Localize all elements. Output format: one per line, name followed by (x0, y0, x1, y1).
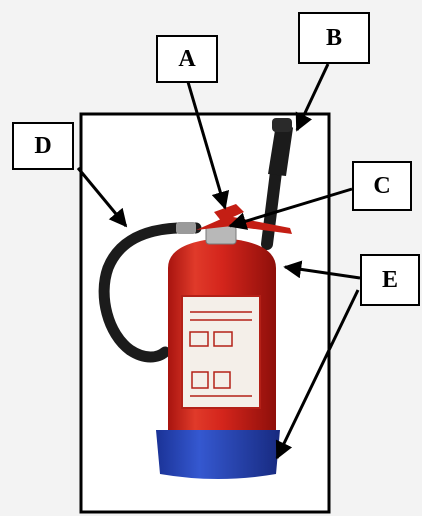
label-b: B (298, 12, 370, 64)
base-ring (156, 430, 280, 479)
valve-neck (206, 226, 236, 244)
label-d: D (12, 122, 74, 170)
label-e: E (360, 254, 420, 306)
nozzle-cap (272, 118, 292, 132)
label-c: C (352, 161, 412, 211)
instruction-label (182, 296, 260, 408)
label-a: A (156, 35, 218, 83)
hose-coupling (176, 222, 196, 234)
